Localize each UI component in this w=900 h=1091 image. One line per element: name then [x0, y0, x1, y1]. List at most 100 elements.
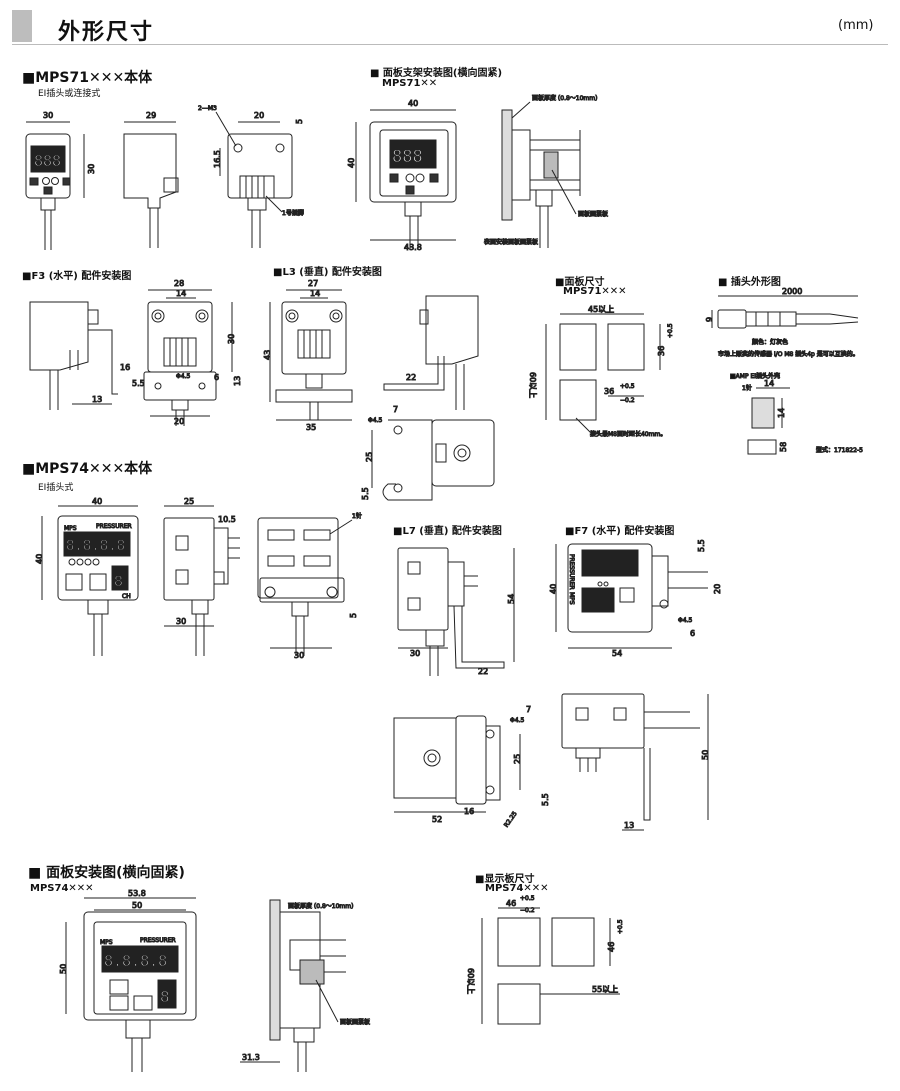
- pressurer-label: PRESSURER: [96, 523, 132, 530]
- note-r225: R2.25: [503, 810, 519, 829]
- dim-f3-28: 28: [174, 279, 184, 288]
- dim-panel-36-v: 36: [657, 346, 666, 356]
- note-bracket-phi45: Φ4.5: [368, 417, 382, 424]
- dim-l3-35: 35: [306, 423, 316, 432]
- dim-f3-16: 16: [120, 363, 130, 372]
- note-panel-thickness-74: 面板厚度 (0.8～10mm): [288, 902, 353, 910]
- dim-43-8: 43.8: [404, 243, 422, 252]
- dim-f7-54: 54: [612, 649, 622, 658]
- l7-bracket-top-view: 52 16 25 7 Φ4.5 5.5 R2.25: [393, 705, 551, 829]
- dim-l7b-5-5: 5.5: [541, 793, 550, 806]
- dim-f3-14: 14: [176, 289, 186, 298]
- l7-side-view: 54 30 22: [397, 547, 517, 677]
- f3-side-view: 16 13: [29, 301, 131, 410]
- dim-74d-46-h: 46: [506, 899, 516, 908]
- dim-l3-14: 14: [310, 289, 320, 298]
- panel-mount-71-side: 面板厚度 (0.8～10mm) 面板固紧板 表面安装面板固紧板: [484, 94, 609, 248]
- subheading-mps71-body: EI插头或连接式: [38, 89, 101, 99]
- dim-panel-45up: 45以上: [588, 305, 614, 314]
- dim-74p-h-50: 50: [59, 964, 68, 974]
- note-panel-thickness-71: 面板厚度 (0.8～10mm): [532, 94, 597, 102]
- panel-cutout-71: 45以上 36 +0.5 60以上 36 +0.5 −0.2 接头最M8面时距长…: [528, 305, 675, 439]
- heading-mps71-body: ■MPS71✕✕✕本体: [22, 70, 153, 86]
- mps74-front-view: MPS PRESSURER 8.8.8.8 8 CH 40 40: [35, 497, 139, 656]
- note-pin1: 1号插脚: [282, 209, 304, 217]
- subheading-panel-mount-74: MPS74✕✕✕: [30, 883, 94, 894]
- dim-l7-30: 30: [410, 649, 420, 658]
- tol-74d-b: −0.2: [520, 907, 535, 914]
- dim-l7-22: 22: [478, 667, 488, 676]
- subheading-panel-mount-71: MPS71✕✕: [382, 78, 438, 89]
- dim-plug-2000: 2000: [782, 287, 802, 296]
- dim-f3-13: 13: [92, 395, 102, 404]
- dim-f3-6: 6: [214, 373, 219, 382]
- bracket-detail-71: Φ4.5 7 25 5.5: [361, 405, 495, 501]
- panel-mount-74-front: MPS PRESSURER 8.8.8.8 8 53.8 50 50: [59, 889, 197, 1072]
- ch-label: CH: [122, 593, 131, 600]
- dim-f7-40: 40: [549, 584, 558, 594]
- mps74-back-view: 1针 5 30: [257, 512, 362, 661]
- heading-plug: ■ 插头外形图: [718, 277, 781, 288]
- mps71-side-view: 29: [123, 111, 179, 248]
- seg-display-71-panel: 888: [392, 147, 423, 167]
- dim-l3-22: 22: [406, 373, 416, 382]
- note-surface-bracket: 表面安装面板固紧板: [484, 238, 538, 246]
- dim-f3-20: 20: [174, 417, 184, 426]
- heading-panel-size-71: ■面板尺寸: [555, 277, 605, 288]
- f7-pressurer-label: PRESSURER: [568, 554, 575, 590]
- dim-74-30: 30: [176, 617, 186, 626]
- dim-amp-14-v: 14: [777, 408, 786, 418]
- dim-74-5: 5: [349, 613, 358, 618]
- dim-l7b-25: 25: [513, 754, 522, 764]
- dim-panel-36-h: 36: [604, 387, 614, 396]
- panel-mount-74-side: 面板厚度 (0.8～10mm) 面板固紧板 31.3: [240, 899, 371, 1072]
- dim-bracket-5-5: 5.5: [361, 487, 370, 500]
- heading-f7: ■F7 (水平) 配件安装图: [565, 526, 675, 537]
- note-amp: ■AMP EI插头外壳: [730, 372, 780, 380]
- f3-back-view: 28 14 30 20 5.5 6 13 Φ4.5: [132, 279, 243, 427]
- note-panel-bracket-74: 面板固紧板: [340, 1018, 370, 1026]
- plug-outline: 2000 9 颜色：灯灰色 市场上贩卖的传感器 I/O M8 插头4p 是可以互…: [705, 287, 864, 455]
- note-plug-color: 颜色：灯灰色: [752, 338, 788, 346]
- page-title: 外形尺寸: [58, 20, 155, 45]
- mps74-side-view: 25 10.5 30: [163, 497, 240, 656]
- tol-36-h-b: −0.2: [620, 397, 635, 404]
- dim-panel-h-40: 40: [347, 158, 356, 168]
- note-cable-gap: 接头最M8面时距长40mm。: [590, 430, 666, 438]
- dim-74p-31-3: 31.3: [242, 1053, 260, 1062]
- subheading-display-size-74: MPS74✕✕✕: [485, 883, 549, 894]
- mps-label: MPS: [64, 525, 77, 532]
- dim-74-back-30: 30: [294, 651, 304, 660]
- dim-16-5: 16.5: [213, 150, 222, 168]
- panel-mount-71-front: 888 40 40 43.8: [347, 99, 457, 253]
- note-m3: 2—M3: [198, 105, 217, 112]
- heading-f3: ■F3 (水平) 配件安装图: [22, 271, 132, 282]
- mps71-front-view: 888 30 30: [25, 111, 97, 250]
- dim-width-30: 30: [43, 111, 53, 120]
- dim-f3-13b: 13: [233, 376, 242, 386]
- dim-f3-30: 30: [227, 334, 236, 344]
- note-f7-phi45: Φ4.5: [678, 617, 692, 624]
- unit-label: (mm): [838, 18, 874, 33]
- heading-l7: ■L7 (垂直) 配件安装图: [393, 526, 502, 537]
- tol-36-h-a: +0.5: [620, 383, 635, 390]
- heading-panel-mount-74: ■ 面板安装图(横向固紧): [28, 865, 185, 881]
- f7-mps-label: MPS: [568, 592, 575, 605]
- dim-plug-9: 9: [705, 317, 714, 322]
- dim-f7-20: 20: [713, 584, 722, 594]
- tol-36-v: +0.5: [667, 323, 674, 338]
- dim-bracket-7: 7: [393, 405, 398, 414]
- dim-f3-5-5: 5.5: [132, 379, 145, 388]
- heading-panel-mount-71: ■ 面板支架安装图(横向固紧): [370, 68, 503, 79]
- seg-display-74-panel-ch: 8: [160, 988, 170, 1006]
- dim-f7s-13: 13: [624, 821, 634, 830]
- tol-74d-v: +0.5: [617, 919, 624, 934]
- note-plug-compat: 市场上贩卖的传感器 I/O M8 插头4p 是可以互换的。: [718, 350, 859, 358]
- f7-side-view: 50 13: [561, 693, 711, 831]
- dim-l7b-16: 16: [464, 807, 474, 816]
- seg-display-74: 8.8.8.8: [66, 538, 125, 554]
- subheading-mps74-body: EI插头式: [38, 483, 74, 493]
- dim-l7-54: 54: [507, 594, 516, 604]
- note-model: 型式：171822-5: [816, 446, 863, 454]
